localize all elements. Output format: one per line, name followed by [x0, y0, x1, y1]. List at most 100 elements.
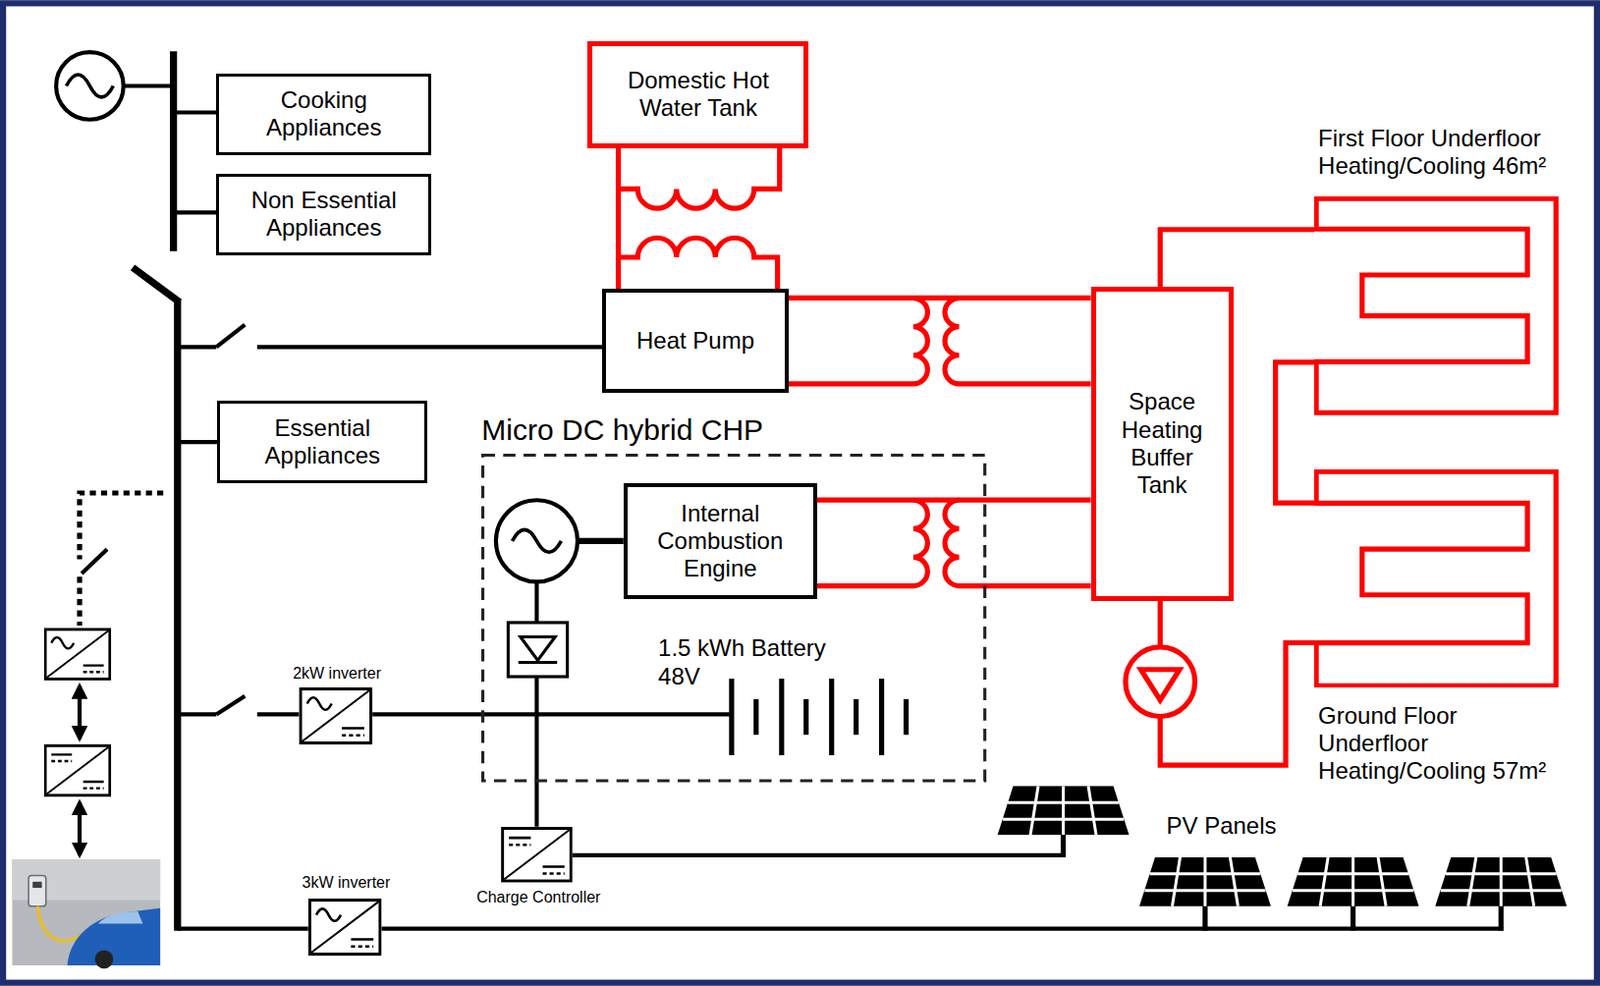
- appliance-box: Non Essential Appliances: [216, 173, 432, 256]
- battery-plate: [903, 699, 909, 735]
- battery-plate: [853, 699, 859, 735]
- busbar: [173, 299, 181, 932]
- box-label: Domestic Hot Water Tank: [600, 66, 796, 123]
- loop-heading: Ground Floor Underfloor Heating/Cooling …: [1318, 702, 1564, 786]
- pump-triangle: [1140, 669, 1179, 701]
- switch-blade: [132, 267, 180, 302]
- heat-exchanger-coil: [618, 148, 780, 209]
- wire: [534, 581, 539, 623]
- tank-box: Domestic Hot Water Tank: [587, 41, 809, 149]
- box-label: Internal Combustion Engine: [635, 499, 806, 584]
- wire: [534, 676, 539, 828]
- wall-charger: [28, 876, 47, 907]
- appliance-box: Cooking Appliances: [216, 73, 432, 156]
- ev-charging-picture: [11, 859, 161, 969]
- heat-exchanger-coil: [944, 499, 1092, 586]
- underfloor-pipe: [1316, 199, 1556, 414]
- diode-bar: [518, 661, 557, 664]
- heat-pump-box: Heat Pump: [602, 288, 789, 393]
- pv-panel-symbol: [1139, 857, 1271, 907]
- charge-controller-symbol: [502, 828, 572, 883]
- pipe-connector: [1275, 362, 1315, 503]
- battery-symbol: [731, 678, 907, 756]
- wire: [257, 344, 603, 349]
- diode-symbol: [520, 636, 555, 661]
- controller-label: Charge Controller: [476, 888, 601, 907]
- underfloor-pipe: [1316, 471, 1556, 686]
- wire: [177, 712, 217, 717]
- generator-symbol: [496, 499, 578, 582]
- chp-group: Micro DC hybrid CHP Internal Combustion E…: [481, 412, 987, 783]
- battery-plate: [728, 678, 734, 756]
- voltage-label: 48V: [658, 662, 701, 691]
- box-label: Non Essential Appliances: [226, 186, 421, 243]
- busbar: [169, 51, 177, 252]
- heat-exchanger-coil: [788, 298, 928, 385]
- switch-blade: [216, 696, 245, 716]
- dotted-wire: [76, 576, 82, 626]
- battery-plate: [828, 678, 834, 756]
- grid-source-symbol: [55, 52, 124, 120]
- double-arrow: [77, 685, 82, 739]
- box-label: Heat Pump: [636, 327, 755, 355]
- dotted-wire: [79, 493, 164, 560]
- wire: [382, 927, 1504, 932]
- sine-symbol: [66, 74, 114, 98]
- car-window: [98, 911, 144, 924]
- pipe-connector: [817, 496, 1092, 502]
- underfloor-loop: Ground Floor Underfloor Heating/Cooling …: [1314, 469, 1561, 799]
- engine-box: Internal Combustion Engine: [623, 483, 818, 599]
- heat-exchanger-coil: [944, 298, 1092, 385]
- panel-stem: [1498, 904, 1504, 932]
- pv-panel-symbol: [1434, 857, 1567, 907]
- inverter-symbol: [45, 629, 111, 679]
- dashed-border: [483, 455, 986, 781]
- pv-panel-symbol: [1287, 857, 1420, 907]
- wire: [257, 712, 300, 717]
- double-arrow: [77, 802, 82, 856]
- battery-label: 1.5 kWh Battery: [658, 634, 827, 663]
- wire: [572, 853, 1066, 858]
- rectifier-box: [507, 622, 567, 677]
- heat-exchanger-coil: [618, 237, 778, 289]
- wire: [177, 440, 219, 444]
- inverter-symbol: [300, 688, 372, 743]
- buffer-tank-box: Space Heating Buffer Tank: [1091, 286, 1234, 602]
- group-heading: Micro DC hybrid CHP: [481, 412, 987, 447]
- wire: [372, 712, 732, 717]
- panel-stem: [1202, 904, 1208, 932]
- box-label: Space Heating Buffer Tank: [1105, 387, 1219, 499]
- switch-blade: [216, 325, 245, 348]
- box-label: Cooking Appliances: [226, 86, 421, 143]
- pipe-connector: [615, 148, 621, 289]
- underfloor-loop: First Floor Underfloor Heating/Cooling 4…: [1314, 124, 1561, 417]
- car-wheel: [95, 949, 114, 969]
- charging-cable: [37, 906, 84, 941]
- appliance-box: Essential Appliances: [217, 400, 428, 484]
- pipe-connector: [788, 295, 1092, 301]
- panel-stem: [1060, 834, 1066, 858]
- pump-symbol: [1125, 647, 1196, 718]
- wire: [123, 83, 174, 88]
- heat-exchanger-coil: [813, 499, 928, 586]
- inverter-label: 3kW inverter: [302, 874, 391, 892]
- car-body: [67, 908, 162, 966]
- underfloor-pipe-drawing: [1314, 196, 1561, 416]
- battery-plate: [778, 678, 784, 756]
- switch-blade: [81, 549, 108, 574]
- battery-plate: [753, 699, 759, 735]
- battery-plate: [879, 678, 884, 756]
- inverter-symbol: [309, 900, 381, 955]
- wire: [173, 210, 218, 215]
- converter-symbol: [45, 745, 111, 795]
- wire: [177, 344, 217, 349]
- underfloor-pipe-drawing: [1314, 469, 1561, 688]
- charger-screen: [32, 882, 42, 888]
- underfloor-pipe: [1314, 502, 1528, 643]
- panel-stem: [1350, 904, 1356, 932]
- wire: [173, 110, 218, 114]
- sine-symbol: [512, 529, 562, 552]
- wall: [11, 859, 161, 966]
- underfloor-pipe: [1314, 229, 1528, 363]
